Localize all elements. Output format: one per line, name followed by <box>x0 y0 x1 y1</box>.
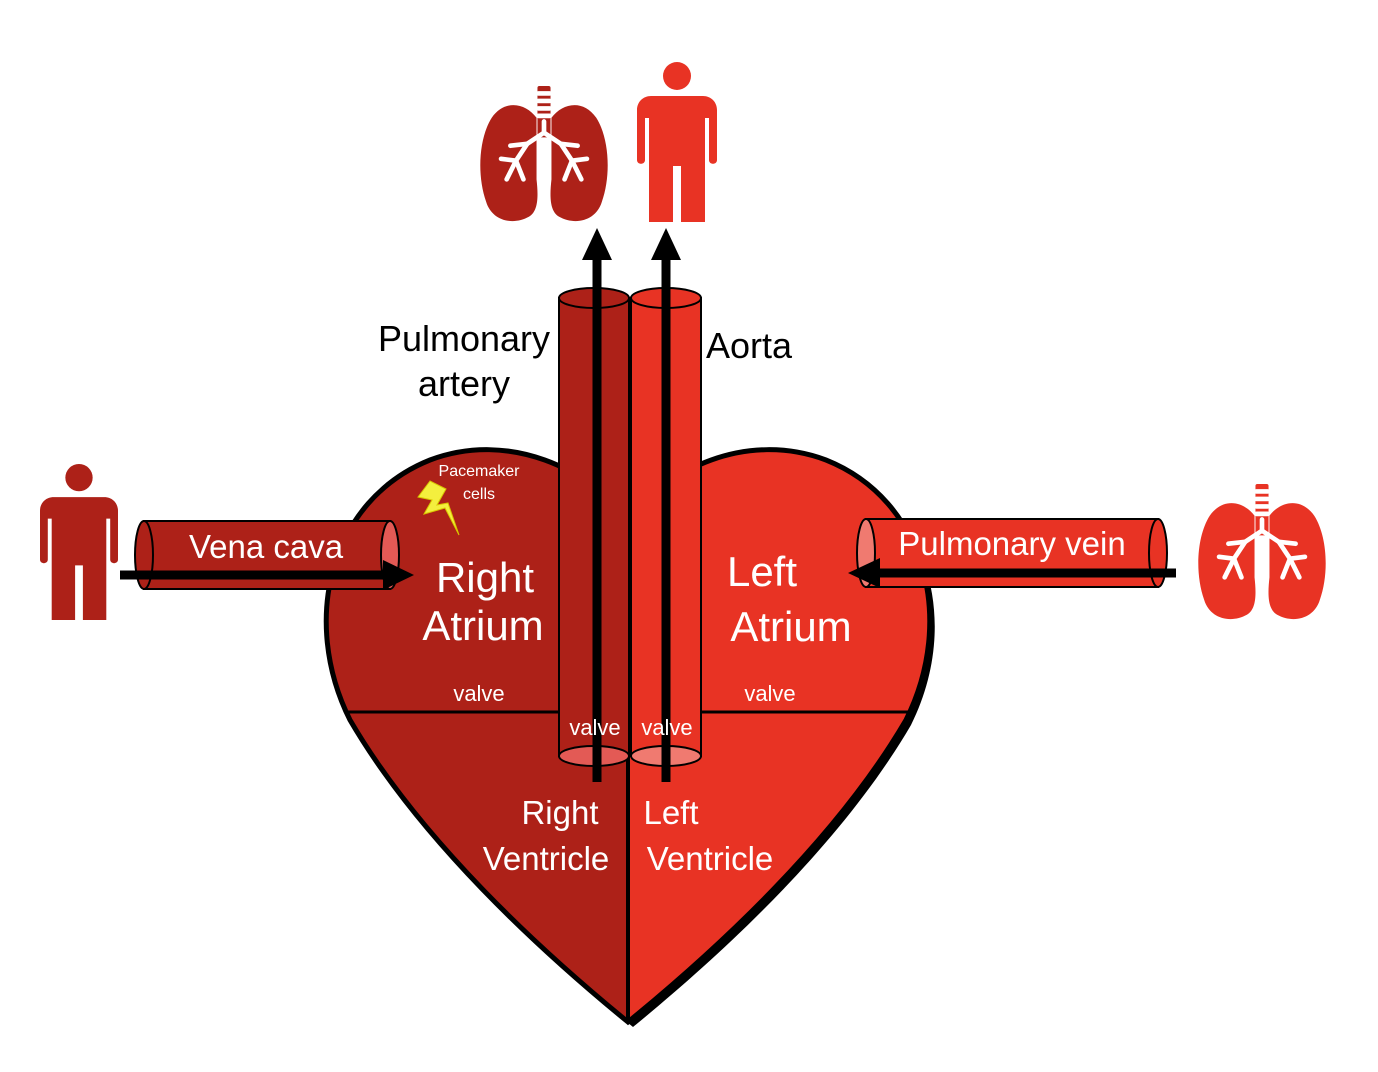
right-atrium-label-line2: Atrium <box>422 602 543 649</box>
vena-cava-label: Vena cava <box>189 528 344 565</box>
pacemaker-label-line1: Pacemaker <box>439 463 521 480</box>
aorta-label: Aorta <box>706 325 793 366</box>
lightning-icon <box>417 480 460 536</box>
pulmonary-valve-label: valve <box>569 715 620 740</box>
right-atrium-label-line1: Right <box>436 554 534 601</box>
pulmonary-artery-label-line2: artery <box>418 363 510 404</box>
person-icon <box>40 464 118 620</box>
aortic-valve-label: valve <box>641 715 692 740</box>
right-av-valve-label: valve <box>453 681 504 706</box>
left-ventricle-label-line2: Ventricle <box>647 840 774 877</box>
flow-arrows <box>120 228 1176 782</box>
lungs-icon <box>1198 484 1325 619</box>
right-ventricle-label-line1: Right <box>521 794 598 831</box>
pacemaker-label-line2: cells <box>463 486 495 503</box>
arrow-into-left-atrium <box>848 558 1176 588</box>
arrow-into-right-atrium <box>120 560 414 590</box>
left-atrium-label-line1: Left <box>727 548 797 595</box>
pulmonary-vein-label: Pulmonary vein <box>898 525 1125 562</box>
arrow-up-pulmonary <box>582 228 612 782</box>
pulmonary-artery-label-line1: Pulmonary <box>378 318 550 359</box>
left-av-valve-label: valve <box>744 681 795 706</box>
person-icon <box>637 62 717 222</box>
lungs-icon <box>480 86 607 221</box>
left-atrium-label-line2: Atrium <box>730 603 851 650</box>
right-ventricle-label-line2: Ventricle <box>483 840 610 877</box>
left-ventricle-label-line1: Left <box>643 794 698 831</box>
arrow-up-aorta <box>651 228 681 782</box>
